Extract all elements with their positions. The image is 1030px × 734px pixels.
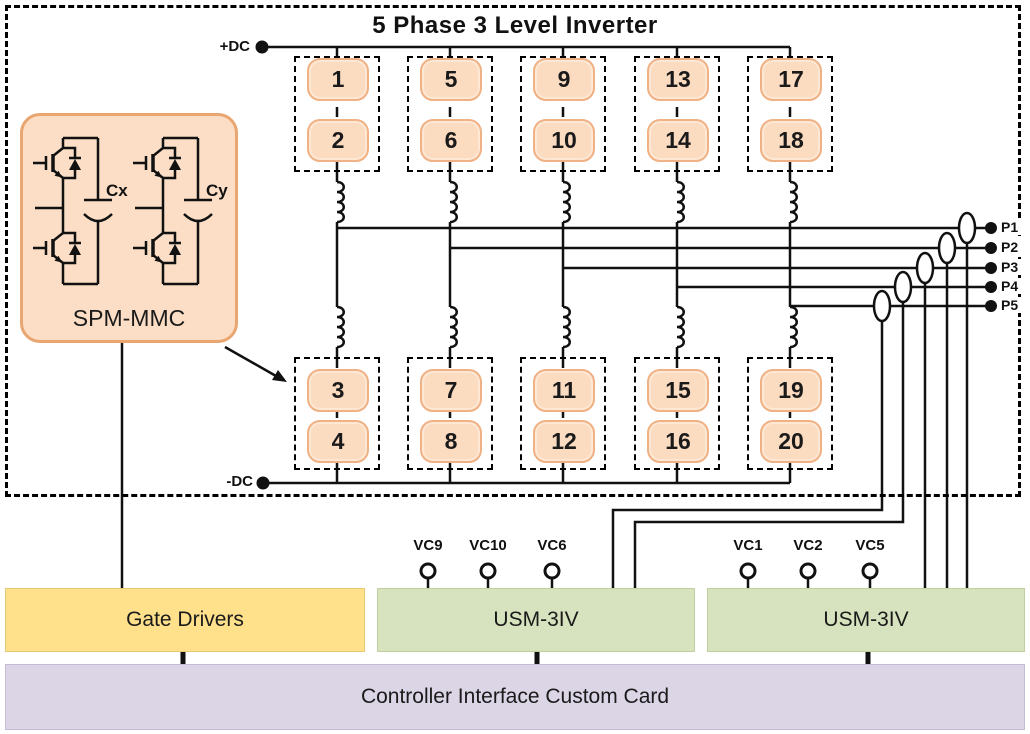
module-10: 10: [533, 119, 595, 162]
current-sensor-p3: [915, 251, 935, 285]
page-title: 5 Phase 3 Level Inverter: [372, 12, 658, 39]
capacitor-cx-label: Cx: [106, 181, 128, 200]
arm-inductor-bottom-5: [789, 305, 798, 349]
module-20: 20: [760, 420, 822, 463]
capacitor-cx-plates: [83, 198, 113, 223]
capacitor-cy-plates: [183, 198, 213, 223]
dc-positive-label: +DC: [219, 38, 250, 55]
arm-group-top-2: 5 6: [407, 56, 493, 172]
current-sensor-p4: [893, 270, 913, 304]
module-3: 3: [307, 369, 369, 412]
module-1: 1: [307, 58, 369, 101]
controller-interface-board: Controller Interface Custom Card: [5, 664, 1025, 730]
igbt-top-right: [131, 141, 183, 187]
arm-inductor-bottom-4: [676, 305, 685, 349]
terminal-p5: [985, 300, 997, 312]
module-19: 19: [760, 369, 822, 412]
arm-group-top-4: 13 14: [634, 56, 720, 172]
arm-group-bottom-2: 7 8: [407, 357, 493, 470]
current-sensor-p1: [957, 211, 977, 245]
gate-drivers-board: Gate Drivers: [5, 588, 365, 652]
module-18: 18: [760, 119, 822, 162]
spm-callout-arrowhead: [272, 370, 287, 382]
vc-label-vc6: VC6: [537, 537, 567, 554]
sensor-drop-p4: [633, 302, 905, 588]
igbt-bottom-right: [131, 226, 183, 272]
vc-label-vc10: VC10: [469, 537, 507, 554]
terminal-p4: [985, 281, 997, 293]
module-15: 15: [647, 369, 709, 412]
dc-negative-label: -DC: [226, 473, 253, 490]
spm-mmc-label: SPM-MMC: [72, 305, 186, 331]
module-7: 7: [420, 369, 482, 412]
usm-right-label: USM-3IV: [823, 608, 909, 631]
module-13: 13: [647, 58, 709, 101]
dc-positive-terminal: [255, 40, 269, 54]
sensor-drop-p5: [611, 321, 884, 588]
terminal-p2: [985, 242, 997, 254]
controller-label: Controller Interface Custom Card: [360, 685, 670, 708]
phase-label-p5: P5: [1001, 297, 1029, 313]
terminal-vc5: [861, 562, 879, 580]
arm-inductor-bottom-1: [336, 305, 345, 349]
module-2: 2: [307, 119, 369, 162]
usm-3iv-board-left: USM-3IV: [377, 588, 695, 652]
terminal-p1: [985, 222, 997, 234]
terminal-vc2: [799, 562, 817, 580]
phase-label-p4: P4: [1001, 278, 1029, 294]
arm-inductor-top-1: [336, 180, 345, 224]
phase-label-p3: P3: [1001, 259, 1029, 275]
module-6: 6: [420, 119, 482, 162]
module-17: 17: [760, 58, 822, 101]
vc-label-vc5: VC5: [855, 537, 885, 554]
module-14: 14: [647, 119, 709, 162]
arm-inductor-top-2: [449, 180, 458, 224]
arm-inductor-bottom-3: [562, 305, 571, 349]
igbt-bottom-left: [31, 226, 83, 272]
phase-label-p2: P2: [1001, 239, 1029, 255]
terminal-vc9: [419, 562, 437, 580]
arm-group-top-5: 17 18: [747, 56, 833, 172]
arm-group-bottom-5: 19 20: [747, 357, 833, 470]
terminal-vc6: [543, 562, 561, 580]
spm-mmc-detail-box: Cx Cy SPM-MMC: [20, 113, 238, 343]
usm-left-label: USM-3IV: [493, 608, 579, 631]
terminal-vc1: [739, 562, 757, 580]
module-5: 5: [420, 58, 482, 101]
module-16: 16: [647, 420, 709, 463]
spm-mmc-schematic: Cx Cy: [31, 136, 228, 286]
current-sensor-p5: [872, 289, 892, 323]
module-8: 8: [420, 420, 482, 463]
vc-label-vc2: VC2: [793, 537, 823, 554]
module-4: 4: [307, 420, 369, 463]
terminal-p3: [985, 262, 997, 274]
spm-callout-arrow: [224, 345, 277, 378]
vc-label-vc1: VC1: [733, 537, 763, 554]
arm-inductor-bottom-2: [449, 305, 458, 349]
arm-group-bottom-3: 11 12: [520, 357, 606, 470]
capacitor-cy-label: Cy: [206, 181, 228, 200]
usm-3iv-board-right: USM-3IV: [707, 588, 1025, 652]
arm-inductor-top-5: [789, 180, 798, 224]
arm-inductor-top-4: [676, 180, 685, 224]
current-sensor-p2: [937, 231, 957, 265]
module-11: 11: [533, 369, 595, 412]
arm-group-top-3: 9 10: [520, 56, 606, 172]
arm-group-bottom-1: 3 4: [294, 357, 380, 470]
vc-label-vc9: VC9: [413, 537, 443, 554]
gate-drivers-label: Gate Drivers: [126, 608, 244, 631]
phase-label-p1: P1: [1001, 219, 1029, 235]
arm-inductor-top-3: [562, 180, 571, 224]
arm-group-bottom-4: 15 16: [634, 357, 720, 470]
igbt-top-left: [31, 141, 83, 187]
terminal-vc10: [479, 562, 497, 580]
module-12: 12: [533, 420, 595, 463]
module-9: 9: [533, 58, 595, 101]
arm-group-top-1: 1 2: [294, 56, 380, 172]
dc-negative-terminal: [256, 476, 270, 490]
